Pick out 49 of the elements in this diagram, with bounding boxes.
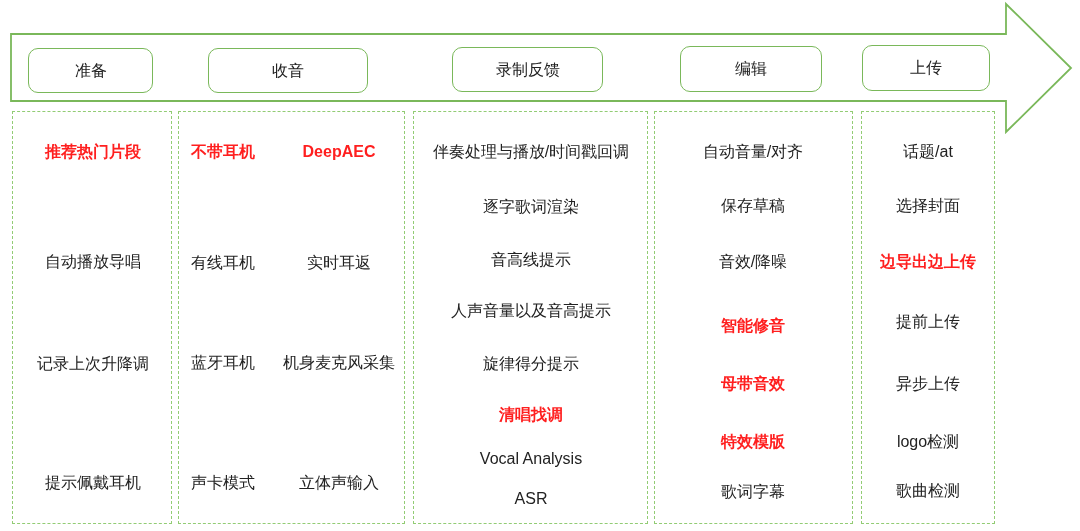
feature-label: 记录上次升降调 <box>37 354 149 374</box>
highlighted-feature-label: 智能修音 <box>721 316 785 336</box>
feature-label: 逐字歌词渲染 <box>483 197 579 217</box>
feature-panel <box>178 111 405 524</box>
feature-panel <box>861 111 995 524</box>
stage-box <box>862 45 990 91</box>
feature-label: 旋律得分提示 <box>483 354 579 374</box>
feature-label: 保存草稿 <box>721 196 785 216</box>
highlighted-feature-label: DeepAEC <box>302 142 376 162</box>
feature-panel <box>413 111 648 524</box>
highlighted-feature-label: 特效模版 <box>721 432 785 452</box>
feature-label: 歌词字幕 <box>721 482 785 502</box>
feature-label: 蓝牙耳机 <box>191 353 255 373</box>
feature-label: 提示佩戴耳机 <box>45 473 141 493</box>
stage-label: 编辑 <box>735 59 767 79</box>
feature-label: 立体声输入 <box>299 473 379 493</box>
feature-label: 音效/降噪 <box>718 252 788 272</box>
highlighted-feature-label: 不带耳机 <box>191 142 255 162</box>
stage-label: 上传 <box>910 58 942 78</box>
feature-label: 提前上传 <box>896 312 960 332</box>
feature-panel <box>654 111 853 524</box>
feature-label: logo检测 <box>896 432 960 452</box>
stage-box <box>28 48 153 93</box>
feature-label: 自动音量/对齐 <box>702 142 804 162</box>
stage-label: 准备 <box>74 60 107 81</box>
feature-label: 自动播放导唱 <box>45 252 141 272</box>
feature-label: ASR <box>514 489 548 509</box>
stage-box <box>208 48 368 93</box>
feature-panel <box>12 111 172 524</box>
highlighted-feature-label: 边导出边上传 <box>880 252 976 272</box>
stage-box <box>452 47 603 92</box>
stage-label: 录制反馈 <box>495 59 560 80</box>
feature-label: 话题/at <box>903 142 953 162</box>
stage-box <box>680 46 822 92</box>
feature-label: 歌曲检测 <box>896 481 960 501</box>
feature-label: 人声音量以及音高提示 <box>451 301 611 321</box>
feature-label: 音高线提示 <box>491 250 571 270</box>
feature-label: 实时耳返 <box>307 253 371 273</box>
stage-label: 收音 <box>272 60 304 81</box>
feature-label: 异步上传 <box>896 374 960 394</box>
feature-label: 机身麦克风采集 <box>283 353 395 373</box>
feature-label: 声卡模式 <box>191 473 255 493</box>
feature-label: 选择封面 <box>896 196 960 216</box>
highlighted-feature-label: 母带音效 <box>721 374 785 394</box>
feature-label: Vocal Analysis <box>479 449 583 469</box>
highlighted-feature-label: 清唱找调 <box>499 405 563 425</box>
feature-label: 有线耳机 <box>191 253 255 273</box>
feature-label: 伴奏处理与播放/时间戳回调 <box>432 142 630 162</box>
highlighted-feature-label: 推荐热门片段 <box>45 142 141 162</box>
